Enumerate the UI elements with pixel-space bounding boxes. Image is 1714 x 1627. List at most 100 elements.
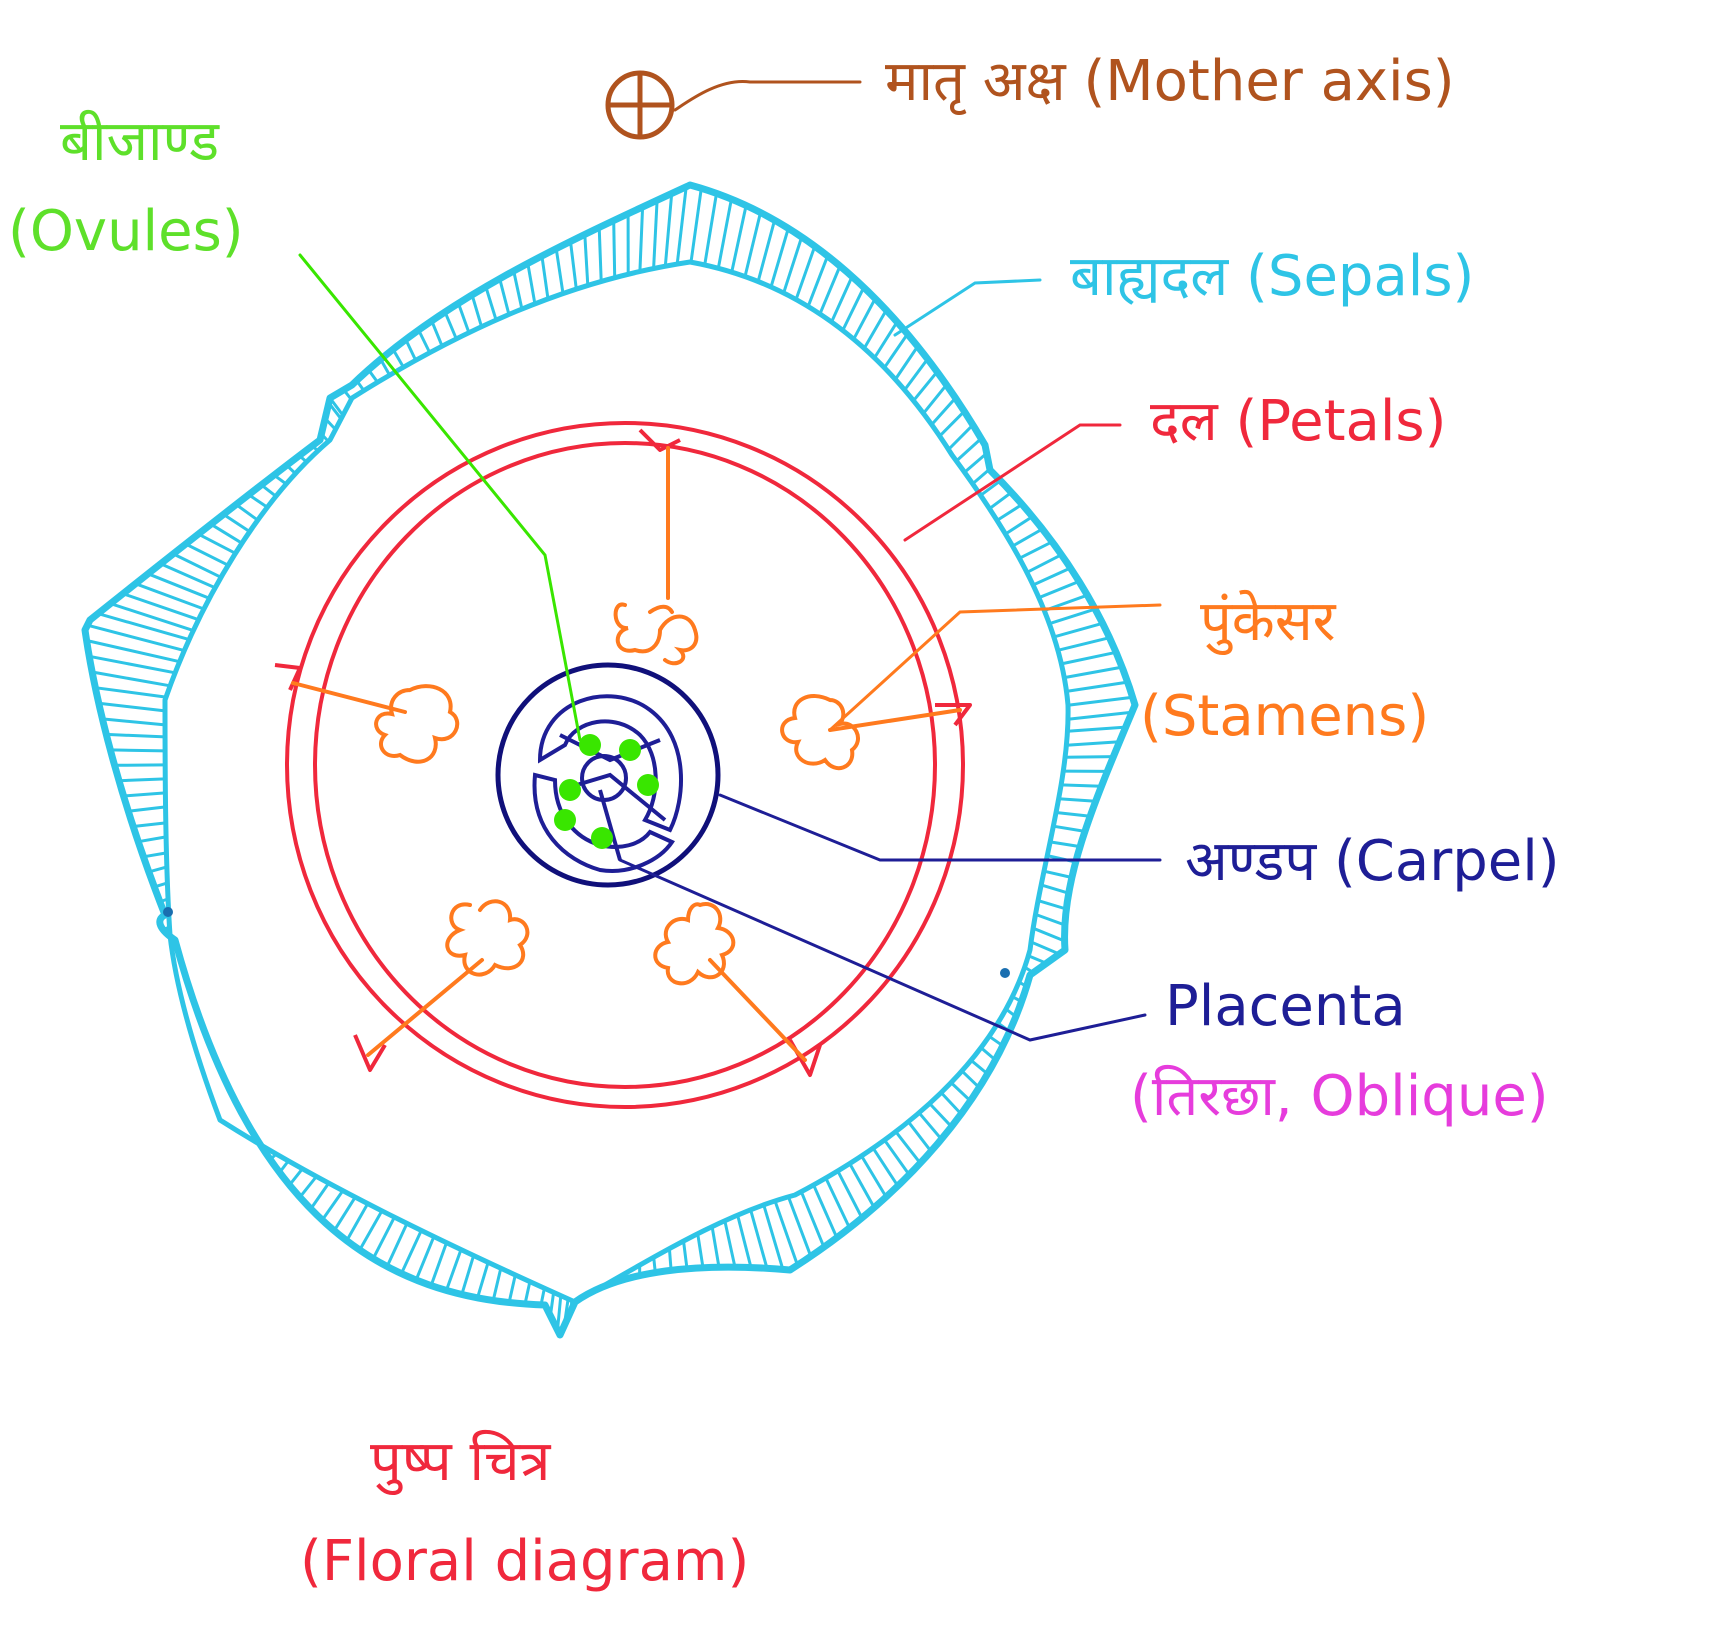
sepal-hatch-line (162, 925, 171, 932)
sepal-hatch-line (222, 513, 251, 533)
sepal-hatch-line (134, 582, 205, 611)
sepal-hatch-line (484, 286, 498, 321)
sepal-hatch-line (980, 1046, 997, 1062)
sepal-hatch-line (912, 370, 939, 402)
sepal-hatch-line (1011, 995, 1023, 1003)
sepal-hatch-line (996, 503, 1023, 522)
sepal-hatch-line (638, 206, 645, 272)
sepal-hatch-line (429, 1242, 448, 1287)
sepal-hatch-line (971, 467, 991, 485)
sepal-hatch-line (1053, 824, 1086, 833)
sepal-hatch-line (736, 1214, 753, 1268)
placenta-note-label: (तिरछा, Oblique) (1130, 1064, 1549, 1129)
sepal-hatch-line (762, 1204, 785, 1270)
sepal-hatch-line (285, 464, 297, 475)
sepal-hatch-line (1034, 912, 1066, 927)
sepal-hatch-line (689, 188, 703, 263)
sepal-hatch-line (556, 1295, 563, 1331)
sepal-hatch-line (404, 338, 418, 361)
sepal-hatch-line (1058, 797, 1096, 803)
stamens-leader (828, 603, 1162, 732)
sepal-hatch-line (675, 186, 688, 265)
sepal-hatch-line (1026, 553, 1063, 574)
sepal-hatch-line (696, 1233, 705, 1268)
sepals-label: बाह्यदल (Sepals) (1070, 244, 1474, 309)
stamen (291, 681, 460, 764)
petal-notch (638, 428, 681, 452)
sepal-hatch-line (185, 542, 229, 567)
sepal-hatch-line (1030, 940, 1060, 956)
sepal-hatch-line (102, 717, 166, 727)
sepal-hatch-line (1064, 665, 1123, 680)
sepal-hatch-line (197, 532, 237, 555)
sepal-hatch-line (710, 1226, 721, 1268)
sepal-dot (163, 907, 173, 917)
ovules-leader (298, 253, 582, 742)
sepal-hatch-line (507, 1274, 517, 1303)
carpel-leader (718, 793, 1162, 862)
sepal-hatch-line (652, 1257, 657, 1273)
sepal-hatch-line (1066, 680, 1128, 693)
sepal-hatching (86, 186, 1133, 1331)
ovule (559, 779, 581, 801)
sepal-hatch-line (1067, 695, 1133, 707)
sepal-hatch-line (358, 1210, 384, 1251)
sepal-hatch-line (367, 368, 379, 384)
ovule (554, 809, 576, 831)
circle-plus-icon (605, 70, 675, 140)
petals-label: दल (Petals) (1150, 389, 1446, 454)
sepal-hatch-line (327, 401, 343, 420)
petal-notch (935, 703, 972, 727)
sepal-hatch-line (703, 193, 718, 266)
carpel (495, 662, 721, 888)
placenta-leader (618, 858, 1147, 1042)
sepal-hatch-line (663, 193, 674, 267)
sepal-hatch-line (123, 791, 166, 798)
placenta-label: Placenta (1165, 974, 1406, 1039)
sepal-hatch-line (548, 1292, 556, 1317)
sepal-hatch-line (143, 851, 167, 859)
sepal-hatch-line (110, 748, 166, 753)
sepal-hatch-line (1043, 869, 1073, 879)
stamen-whorl (291, 446, 962, 1062)
sepal-hatch-line (1048, 607, 1096, 626)
sepal-hatch-line (841, 286, 866, 332)
sepal-hatch-line (730, 205, 748, 273)
sepal-hatch-line (288, 1167, 304, 1187)
sepal-hatch-line (928, 1102, 953, 1128)
sepal-hatch-line (1037, 899, 1067, 911)
sepal-hatch-line (1032, 926, 1066, 943)
sepal-hatch-line (1055, 811, 1091, 818)
sepal-dot (1000, 968, 1010, 978)
sepal-hatch-line (988, 491, 1013, 510)
sepal-hatch-line (922, 383, 948, 415)
sepal-hatch-line (970, 1059, 989, 1076)
sepal-hatch-line (311, 444, 319, 452)
sepal-hatch-line (137, 835, 167, 844)
stamen (653, 902, 807, 1062)
sepal-hatch-line (1061, 783, 1102, 788)
sepal-hatch-line (569, 1300, 574, 1312)
sepal-hatch-line (883, 1139, 911, 1176)
sepal-hatch-line (88, 654, 176, 675)
sepal-hatch-line (328, 397, 345, 417)
stamen (780, 694, 962, 771)
stamens-label-hi: पुंकेसर (1200, 589, 1337, 656)
sepal-hatch-line (278, 1159, 290, 1174)
sepal-hatch-line (1066, 740, 1120, 747)
sepal-hatch-line (1067, 725, 1126, 733)
diagram-title-en: (Floral diagram) (300, 1529, 749, 1594)
sepal-hatch-line (950, 1081, 972, 1102)
sepal-hatch-line (148, 865, 168, 874)
diagram-title-hi: पुष्प चित्र (370, 1429, 552, 1496)
stamen (613, 446, 699, 666)
sepal-hatch-line (118, 777, 166, 783)
ovules (554, 734, 659, 849)
sepal-hatch-line (955, 437, 983, 463)
sepal-hatch-line (1049, 840, 1081, 849)
sepal-hatch-line (773, 1200, 799, 1266)
sepal-hatch-line (940, 1091, 963, 1116)
sepal-hatch-line (355, 379, 366, 392)
sepal-hatch-line (235, 503, 259, 522)
sepal-hatch-line (456, 302, 471, 334)
